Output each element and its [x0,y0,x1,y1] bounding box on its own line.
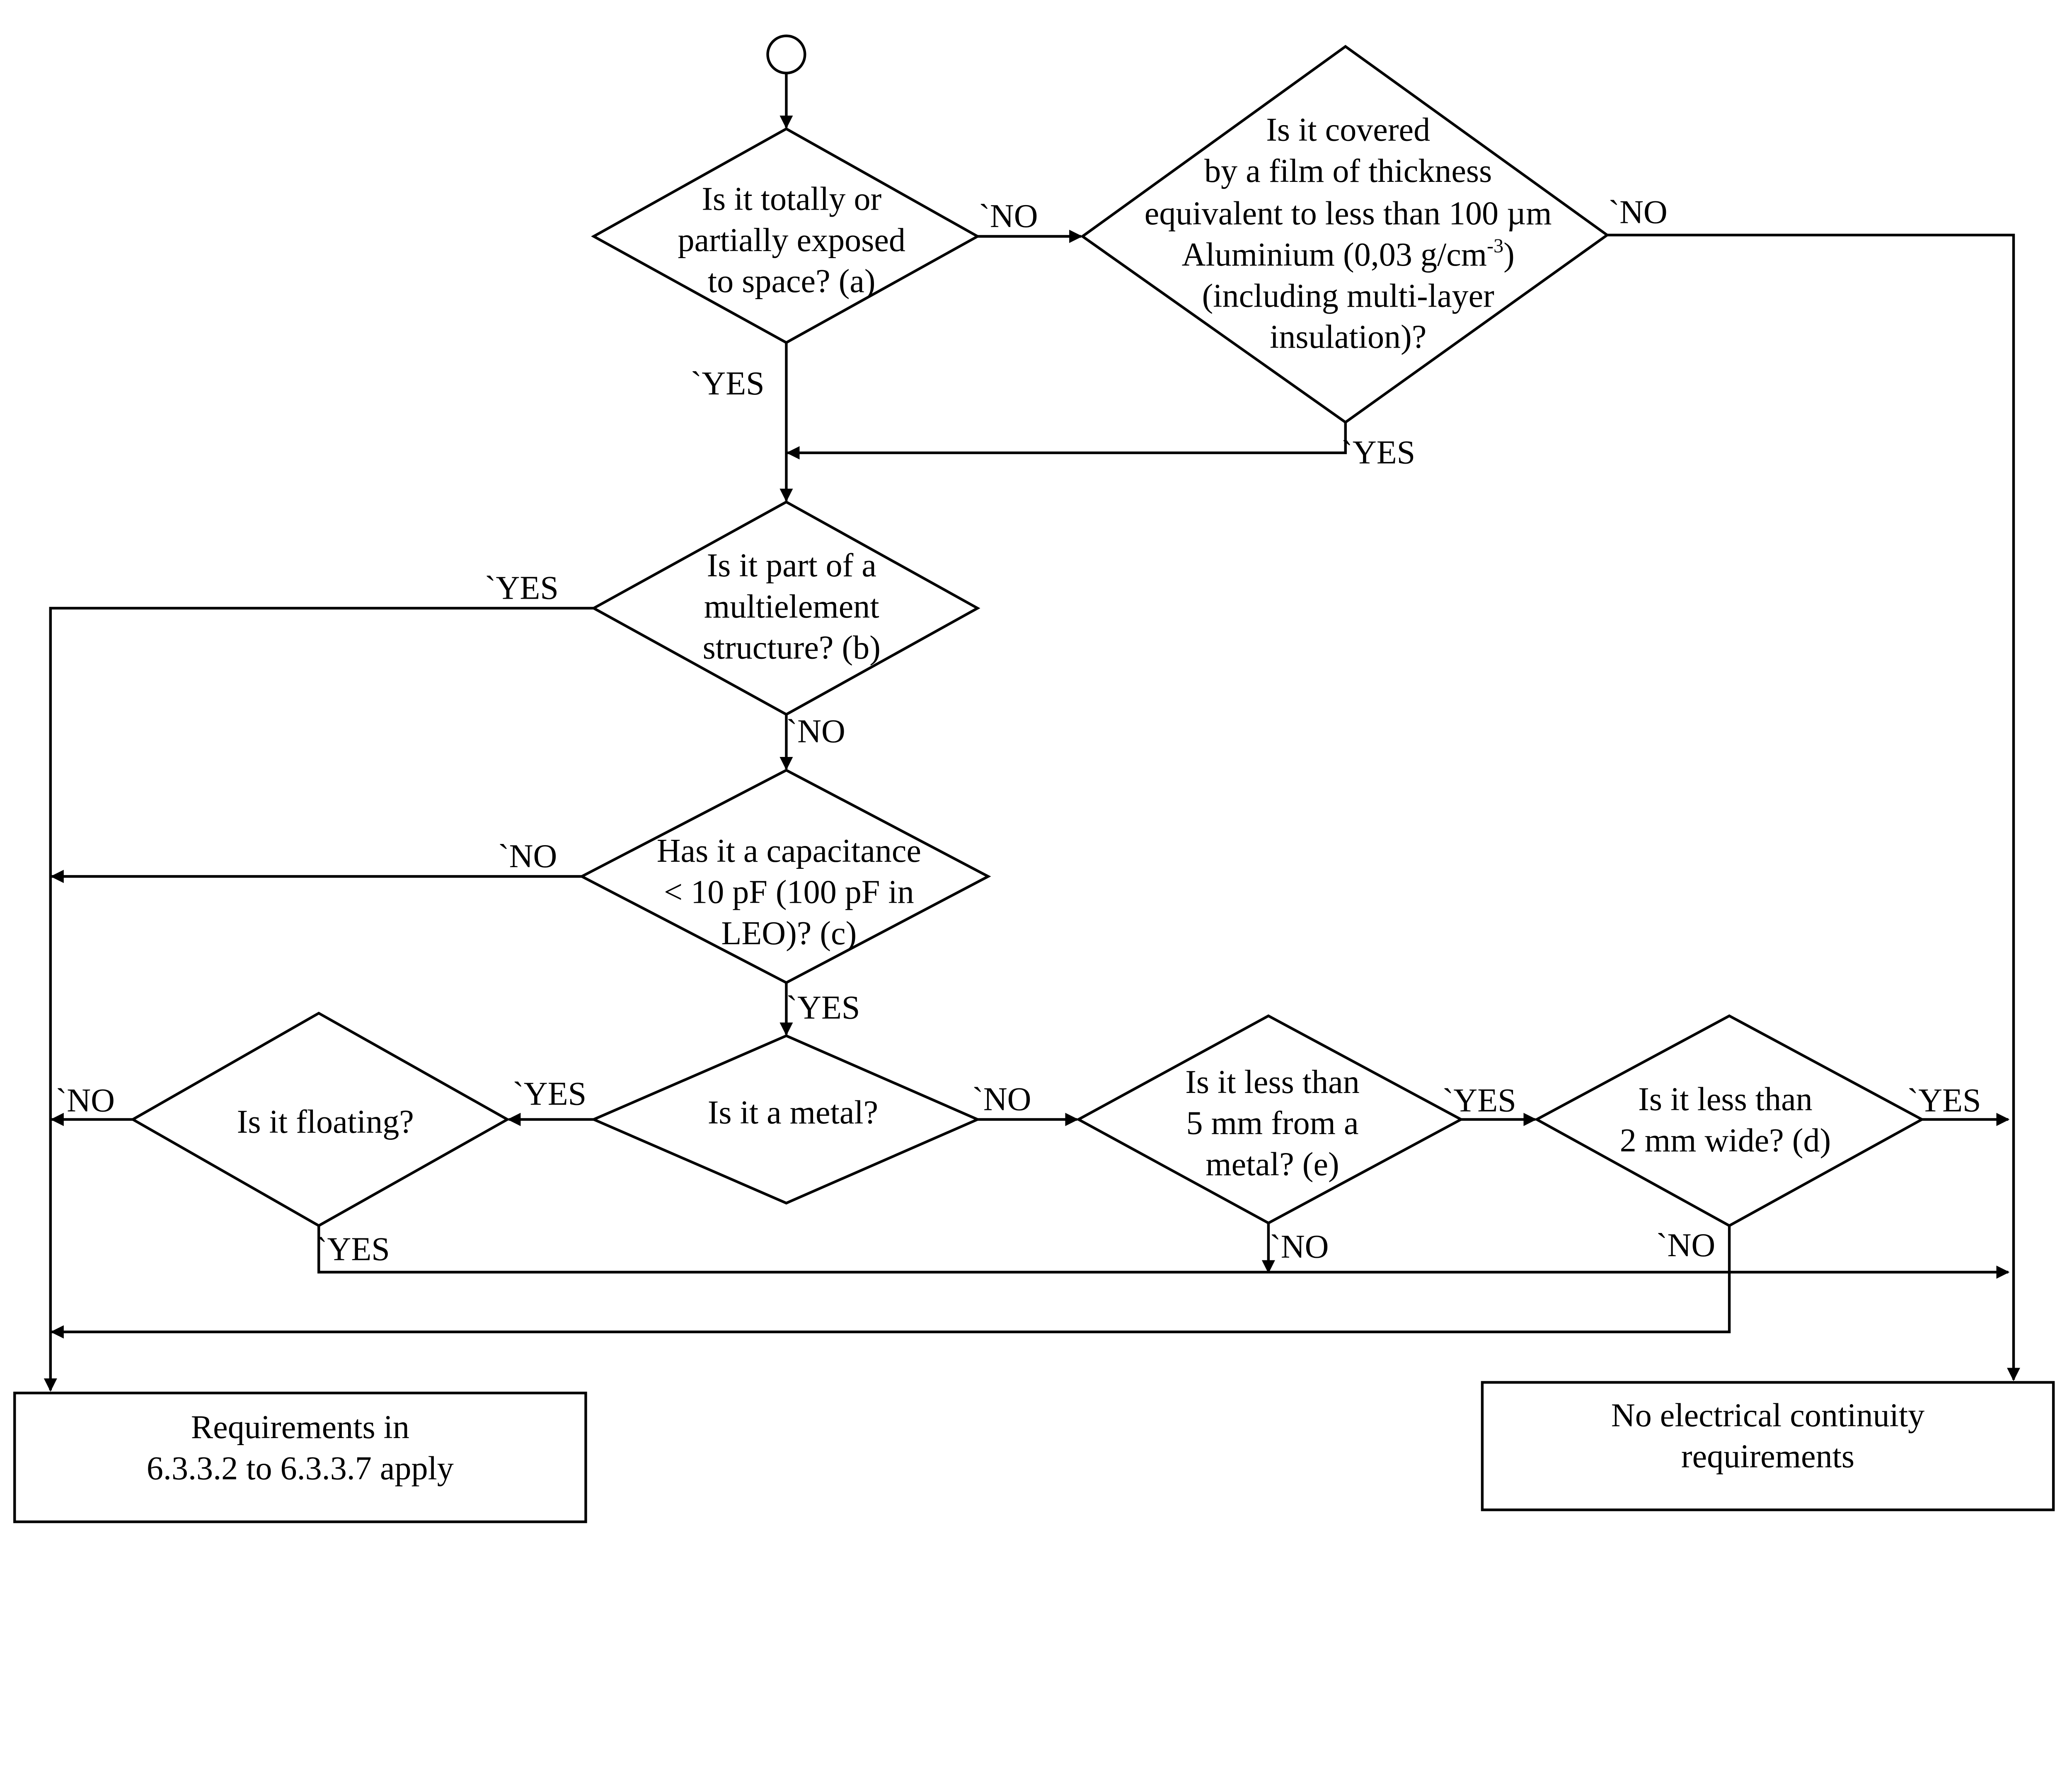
d5-line1: Is it a metal? [708,1095,879,1131]
box-right-line1: No electrical continuity [1611,1397,1924,1434]
d2-no-label: `NO [1608,194,1667,230]
d5-yes-label: `YES [513,1076,586,1112]
d6-yes-label: `YES [316,1231,390,1268]
box-right-line2: requirements [1681,1438,1854,1475]
arrow-d2-no [1607,234,2020,1381]
d1-yes-label: `YES [691,365,765,402]
arrow-d8-no [50,1226,1731,1339]
flowchart: Is it totally or partially exposed to sp… [13,34,2055,1523]
d6-no-label: `NO [56,1083,115,1119]
d1-line1: Is it totally or [702,181,881,217]
d5-no-label: `NO [972,1081,1031,1117]
d7-line1: Is it less than [1185,1064,1360,1100]
d7-line2: 5 mm from a [1186,1105,1358,1141]
d6-line1: Is it floating? [237,1104,414,1140]
box-left-line1: Requirements in [191,1409,409,1446]
d3-line3: structure? (b) [703,630,881,666]
d7-yes-label: `YES [1443,1083,1516,1119]
d1-no-label: `NO [979,198,1038,235]
decision-film-thickness [1080,45,1610,424]
d2-line5: (including multi-layer [1202,278,1494,314]
d8-no-label: `NO [1656,1227,1715,1264]
d2-yes-label: `YES [1341,435,1415,471]
arrow-d6-yes [317,1226,2010,1279]
d7-line3: metal? (e) [1205,1146,1339,1183]
d2-line1: Is it covered [1266,112,1430,148]
d3-line2: multielement [704,588,879,625]
d2-line4: Aluminium (0,03 g/cm-3) [1182,235,1515,273]
start-node [766,34,806,75]
d8-line2: 2 mm wide? (d) [1620,1122,1831,1159]
d4-line1: Has it a capacitance [657,833,921,869]
d7-no-label: `NO [1270,1228,1329,1265]
d3-yes-label: `YES [485,570,559,607]
box-left-line2: 6.3.3.2 to 6.3.3.7 apply [147,1451,454,1487]
d1-line3: to space? (a) [708,263,876,300]
d8-line1: Is it less than [1638,1081,1813,1117]
d4-no-label: `NO [498,838,557,875]
result-requirements-apply [13,1391,587,1523]
d4-yes-label: `YES [786,989,860,1026]
d4-line2: < 10 pF (100 pF in [664,874,914,910]
result-no-requirements [1481,1381,2055,1511]
arrow-d2-yes [786,422,1347,459]
d2-line3: equivalent to less than 100 µm [1145,196,1552,232]
d1-line2: partially exposed [678,222,905,259]
d4-line3: LEO)? (c) [721,915,857,952]
d2-line6: insulation)? [1270,319,1426,355]
decision-metal [590,1034,981,1205]
arrow-d3-yes [44,607,594,1392]
d3-no-label: `NO [786,713,845,750]
d2-line2: by a film of thickness [1204,153,1492,189]
d3-line1: Is it part of a [707,547,876,584]
d8-yes-label: `YES [1907,1083,1981,1119]
decision-width [1534,1014,1925,1227]
